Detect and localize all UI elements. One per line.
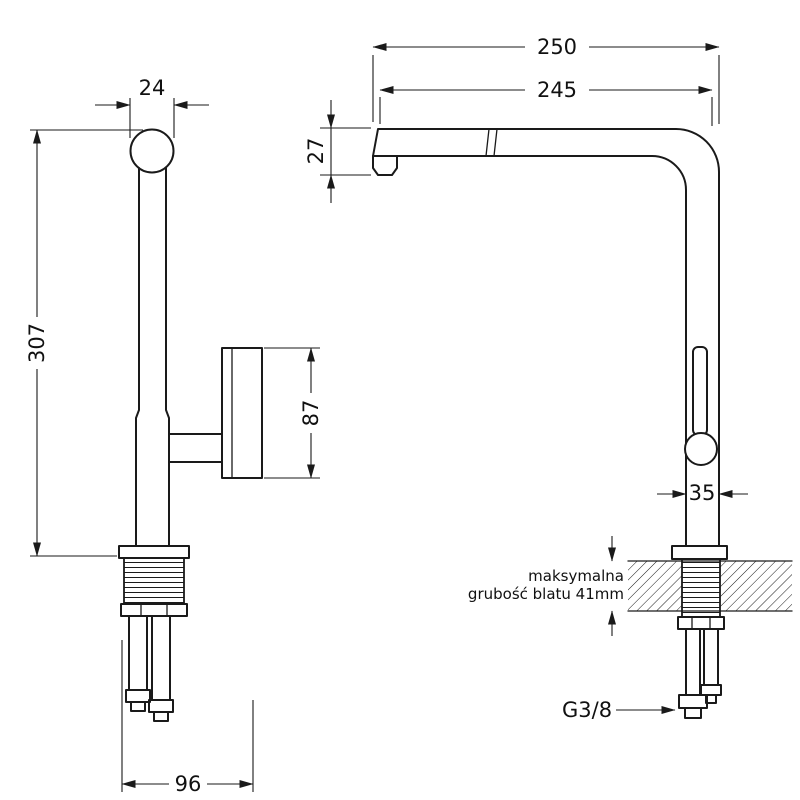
side-view: 250 245 27 35 [304, 35, 793, 722]
label-backing [525, 36, 589, 58]
handle-connector [168, 433, 223, 463]
handle-ball [684, 432, 718, 466]
hose-left-tip [130, 701, 146, 712]
front-view: 24 307 87 96 [25, 76, 323, 796]
dim-handle-height-label: 87 [299, 400, 323, 427]
mounting-nut-side [677, 616, 725, 630]
label-backing [25, 317, 48, 369]
mounting-nut [120, 603, 188, 617]
countertop-hatch [628, 561, 682, 611]
dim-body-diameter-label: 35 [689, 481, 716, 505]
hose-left [128, 615, 148, 691]
spout-outline [372, 128, 720, 547]
dim-total-height-label: 307 [25, 323, 49, 363]
dimension-87: 87 [264, 347, 323, 479]
countertop-hatch [720, 561, 792, 611]
pullout-joint-line [493, 128, 498, 157]
threaded-stud-side [681, 558, 721, 618]
hose-right [151, 615, 171, 701]
thread-size-label: G3/8 [562, 698, 612, 722]
dim-spout-height-label: 27 [304, 138, 328, 165]
dimension-307: 307 [25, 129, 143, 557]
dimension-24: 24 [95, 76, 209, 138]
base-flange [118, 545, 190, 559]
g38-fitting-tip [684, 707, 702, 719]
dimension-250: 250 [372, 35, 720, 124]
dim-spout-top-width-label: 24 [139, 76, 166, 100]
dim-spout-reach-label: 245 [537, 78, 577, 102]
dim-total-depth-label: 250 [537, 35, 577, 59]
label-backing [687, 483, 718, 503]
dimension-245: 245 [379, 78, 713, 126]
pullout-joint-line [485, 128, 490, 157]
handle-lever [692, 346, 708, 436]
countertop-thickness-note: maksymalna grubość blatu 41mm [468, 536, 624, 636]
dim-base-depth-label: 96 [175, 772, 202, 796]
hose-right-connector [700, 684, 722, 696]
swivel-joint [129, 128, 175, 174]
dimension-35: 35 [657, 470, 748, 505]
base-ring [671, 545, 728, 560]
label-backing [169, 772, 207, 795]
g38-hex-fitting [678, 694, 708, 709]
faucet-column [135, 167, 170, 547]
handle-block [221, 347, 263, 479]
label-backing [300, 393, 322, 433]
aerator [372, 155, 398, 176]
hose-left-side [685, 628, 701, 696]
threaded-stud [123, 557, 185, 605]
dimension-27: 27 [304, 100, 371, 203]
dimension-96: 96 [121, 640, 254, 796]
thread-size-note: G3/8 [562, 698, 676, 722]
counter-note-line1: maksymalna [528, 567, 624, 585]
counter-note-line2: grubość blatu 41mm [468, 585, 624, 603]
hose-left-fitting [125, 689, 151, 703]
hose-right-fitting [148, 699, 174, 713]
hose-right-tip [153, 711, 169, 722]
label-backing [525, 79, 589, 101]
hose-right-side [703, 628, 719, 686]
